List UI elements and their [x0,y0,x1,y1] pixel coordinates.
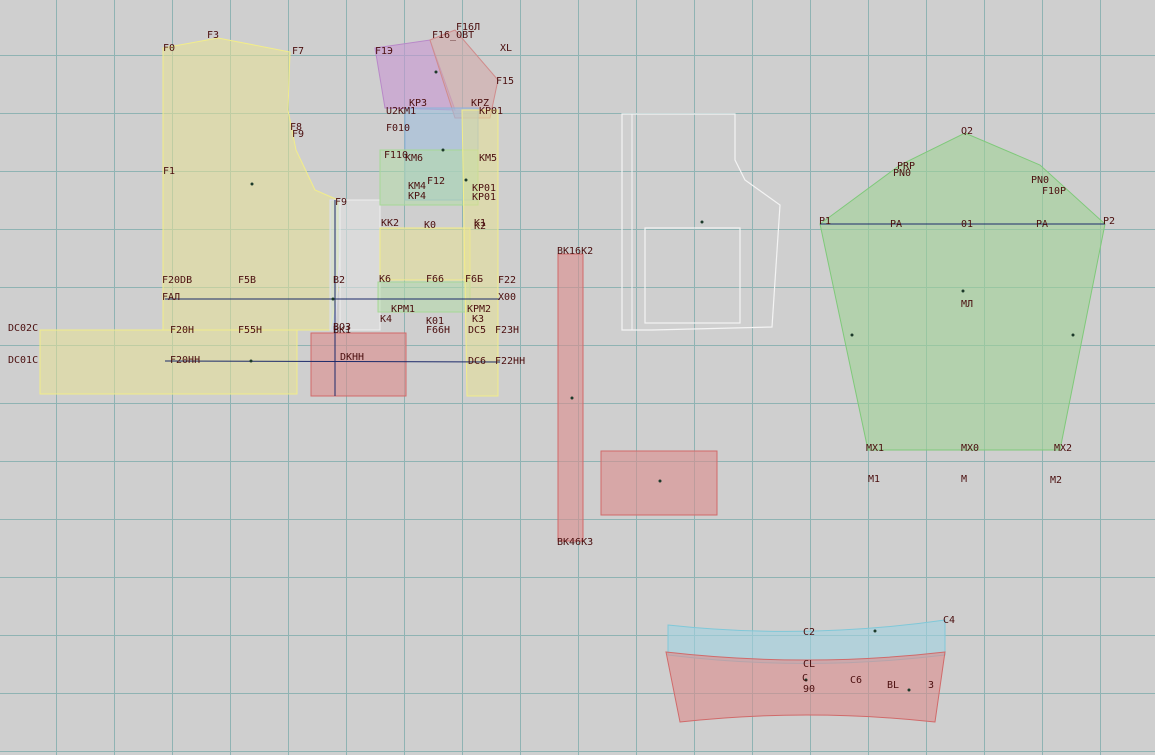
point-label-front_top-10[interactable]: F110 [384,150,408,161]
point-label-front_top-4[interactable]: F1Э [375,46,393,57]
point-label-front_mid-11[interactable]: DC5 [468,325,486,336]
point-label-sleeve-14[interactable]: M1 [868,474,880,485]
point-label-collar-6[interactable]: 3 [928,680,934,691]
front-right-yellow-piece[interactable] [461,109,499,397]
point-label-front_mid-10[interactable]: F66H [426,325,450,336]
point-label-collar-5[interactable]: BL [887,680,899,691]
front-left-white-piece[interactable] [339,199,381,331]
point-label-collar-1[interactable]: C4 [943,615,955,626]
point-label-front_top-11[interactable]: KM6 [405,153,423,164]
construction-line-2 [164,360,501,363]
point-label-front_mid-7[interactable]: K01 [426,316,444,327]
point-label-sleeve-11[interactable]: MX1 [866,443,884,454]
point-label-bodice_back-15[interactable]: B2 [333,275,345,286]
point-label-strip-1[interactable]: BK46K3 [557,537,593,548]
point-label-bodice_back-6[interactable]: F1 [163,166,175,177]
point-label-bodice_back-14[interactable]: DC01C [8,355,38,366]
point-label-front_mid-12[interactable]: F23H [495,325,519,336]
point-label-bodice_back-13[interactable]: DC02C [8,323,38,334]
point-label-bodice_back-3[interactable]: F8 [290,122,302,133]
point-label-front_top-7[interactable]: U2KM1 [386,106,416,117]
point-label-front_top-15[interactable]: KP4 [408,191,426,202]
point-label-sleeve-7[interactable]: 01 [961,219,973,230]
point-label-sleeve-9[interactable]: P2 [1103,216,1115,227]
front-pocket-outline[interactable] [644,227,741,324]
point-label-sleeve-6[interactable]: PA [890,219,902,230]
point-label-front_top-17[interactable]: KP01 [472,192,496,203]
flap-red-piece[interactable] [600,450,718,516]
point-label-front_mid-8[interactable]: K4 [380,314,392,325]
point-label-front_mid-5[interactable]: KPM1 [391,304,415,315]
point-label-front_mid-4[interactable]: X00 [498,292,516,303]
point-label-sleeve-3[interactable]: PN0 [1031,175,1049,186]
strip-red-piece[interactable] [557,253,584,542]
point-label-sleeve-15[interactable]: M [961,474,967,485]
point-label-front_top-14[interactable]: KM4 [408,181,426,192]
point-label-front_mid-6[interactable]: KPM2 [467,304,491,315]
point-label-collar-4[interactable]: C6 [850,675,862,686]
point-label-bodice_back-5[interactable]: F9 [335,197,347,208]
point-label-bodice_back-9[interactable]: FAЛ [162,292,180,303]
point-label-strip-0[interactable]: BK16K2 [557,246,593,257]
point-label-bodice_back-8[interactable]: F5B [238,275,256,286]
collar-red-piece[interactable] [665,651,946,723]
point-label-front_top-6[interactable]: KPZ [471,98,489,109]
point-label-front_top-21[interactable]: K2 [474,221,486,232]
point-label-front_top-18[interactable]: KK2 [381,218,399,229]
point-label-bodice_back-7[interactable]: F20DB [162,275,192,286]
point-label-front_mid-2[interactable]: F6Б [465,274,483,285]
point-label-bodice_back-11[interactable]: F55H [238,325,262,336]
point-label-sleeve-5[interactable]: P1 [819,216,831,227]
front-green-piece[interactable] [379,149,479,206]
point-label-front_top-13[interactable]: F12 [427,176,445,187]
back-hem-band-piece[interactable] [39,329,298,395]
point-label-front_top-19[interactable]: K0 [424,220,436,231]
point-label-sleeve-0[interactable]: Q2 [961,126,973,137]
point-label-collar-2[interactable]: CL [803,659,815,670]
front-yellow-center-piece[interactable] [379,227,471,281]
point-label-bodice_back-16[interactable]: BOЗ [333,322,351,333]
point-label-sleeve-8[interactable]: PA [1036,219,1048,230]
point-label-sleeve-13[interactable]: MX2 [1054,443,1072,454]
point-label-front_top-9[interactable]: F010 [386,123,410,134]
point-label-front_top-2[interactable]: XL [500,43,512,54]
point-label-bodice_back-4[interactable]: F9 [292,129,304,140]
point-label-sleeve-2[interactable]: PN0 [893,168,911,179]
point-label-front_top-1[interactable]: F16_OBT [432,30,474,41]
point-label-front_top-8[interactable]: KP01 [479,106,503,117]
point-label-bodice_back-17[interactable]: BK1 [333,325,351,336]
point-label-sleeve-12[interactable]: MX0 [961,443,979,454]
point-label-sleeve-10[interactable]: MЛ [961,299,973,310]
point-label-front_top-16[interactable]: KP01 [472,183,496,194]
point-label-sleeve-4[interactable]: F10P [1042,186,1066,197]
point-label-front_top-5[interactable]: KP3 [409,98,427,109]
notch-points [249,70,1075,692]
point-label-front_mid-3[interactable]: F22 [498,275,516,286]
point-label-bodice_back-2[interactable]: F7 [292,46,304,57]
point-label-collar-3[interactable]: C [802,673,808,684]
point-label-bodice_back-10[interactable]: F20H [170,325,194,336]
point-label-front_top-0[interactable]: F16Л [456,22,480,33]
point-label-front_top-3[interactable]: F15 [496,76,514,87]
point-label-collar-0[interactable]: C2 [803,627,815,638]
point-label-bodice_back-12[interactable]: F20HH [170,355,200,366]
point-label-collar-7[interactable]: 90 [803,684,815,695]
point-label-front_mid-13[interactable]: DC6 [468,356,486,367]
point-label-sleeve-16[interactable]: M2 [1050,475,1062,486]
point-label-sleeve-1[interactable]: PRP [897,161,915,172]
point-label-front_mid-14[interactable]: F22HH [495,356,525,367]
point-label-front_top-20[interactable]: K1 [474,218,486,229]
pocket-red-piece[interactable] [310,332,407,397]
shoulder-pink-piece[interactable] [429,29,499,119]
point-label-front_top-12[interactable]: KM5 [479,153,497,164]
point-label-front_mid-0[interactable]: K6 [379,274,391,285]
point-label-bodice_back-0[interactable]: F0 [163,43,175,54]
point-label-bodice_back-18[interactable]: DKHH [340,352,364,363]
point-label-bodice_back-1[interactable]: F3 [207,30,219,41]
point-label-front_mid-1[interactable]: F66 [426,274,444,285]
point-label-front_mid-9[interactable]: K3 [472,314,484,325]
